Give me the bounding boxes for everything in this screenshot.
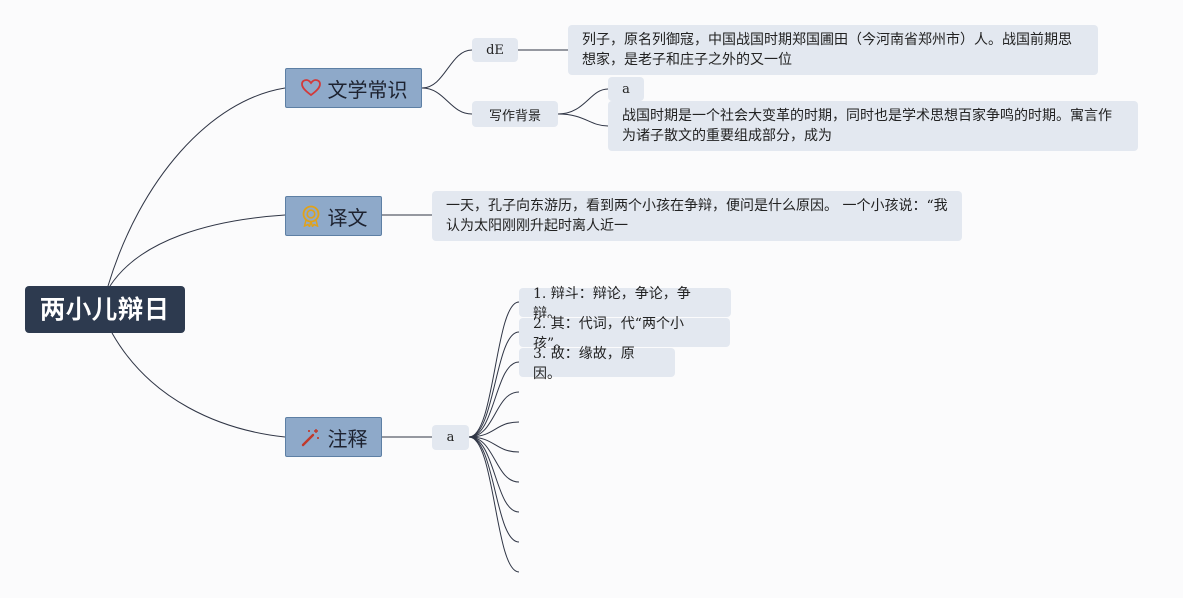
note-item-2[interactable]: 2. 其：代词，代“两个小孩”。 — [519, 316, 730, 352]
link-literature-background — [421, 87, 473, 115]
branch-literature-label: 文学常识 — [327, 77, 408, 102]
node-background-text[interactable]: 战国时期是一个社会大变革的时期，同时也是学术思想百家争鸣的时期。寓言作为诸子散文… — [608, 101, 1138, 151]
branch-translation-label: 译文 — [327, 205, 368, 230]
link-hub-empty-2 — [468, 421, 520, 438]
link-hub-empty-7 — [468, 436, 520, 573]
link-literature-de — [421, 49, 473, 89]
link-hub-empty-5 — [468, 436, 520, 513]
branch-translation[interactable]: 译文 — [285, 196, 382, 236]
link-root-literature — [107, 87, 286, 287]
magic-wand-icon — [300, 426, 322, 448]
node-translation-text[interactable]: 一天，孔子向东游历，看到两个小孩在争辩，便问是什么原因。 一个小孩说：“我认为太… — [432, 191, 962, 241]
node-de-text[interactable]: 列子，原名列御寇，中国战国时期郑国圃田（今河南省郑州市）人。战国前期思想家，是老… — [568, 25, 1098, 75]
link-background-text — [557, 113, 609, 127]
link-root-translation — [109, 214, 286, 287]
link-hub-item-1 — [468, 301, 520, 438]
node-de[interactable]: dE — [472, 38, 518, 62]
link-background-a — [557, 88, 609, 115]
node-notes-hub[interactable]: a — [432, 425, 469, 450]
note-item-3[interactable]: 3. 故：缘故，原因。 — [519, 346, 675, 382]
link-hub-item-3 — [468, 361, 520, 438]
branch-notes-label: 注释 — [327, 426, 368, 451]
link-hub-empty-6 — [468, 436, 520, 543]
link-root-notes — [111, 332, 286, 438]
node-background-a[interactable]: a — [608, 77, 644, 101]
link-hub-empty-3 — [468, 436, 520, 453]
link-hub-empty-4 — [468, 436, 520, 483]
node-background[interactable]: 写作背景 — [472, 101, 558, 127]
branch-literature[interactable]: 文学常识 — [285, 68, 422, 108]
heart-icon — [300, 77, 322, 99]
link-hub-empty-1 — [468, 391, 520, 438]
branch-notes[interactable]: 注释 — [285, 417, 382, 457]
root-node[interactable]: 两小儿辩日 — [25, 286, 185, 333]
badge-icon — [300, 205, 322, 227]
link-hub-item-2 — [468, 331, 520, 438]
